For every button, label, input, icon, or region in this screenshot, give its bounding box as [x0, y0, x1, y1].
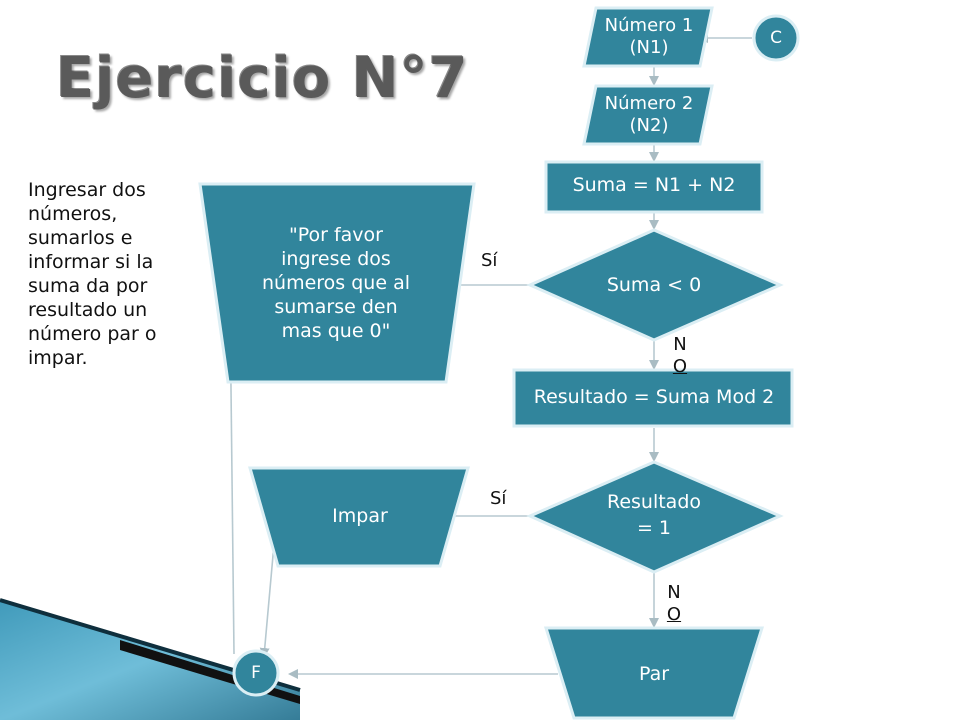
decision1-no-label-bottom: O: [672, 356, 688, 377]
sum-label: Suma = N1 + N2: [572, 174, 736, 196]
input2-shape: [582, 84, 714, 146]
shapes: [198, 6, 800, 720]
slide-title: Ejercicio N°7: [56, 46, 469, 111]
process-label: Resultado = Suma Mod 2: [533, 386, 775, 408]
decision2-no-label: N O: [664, 582, 684, 626]
message-shape: [198, 182, 476, 384]
even-label: Par: [638, 663, 670, 685]
decision2-no-label-bottom: O: [666, 604, 682, 625]
decision1-no-label: N O: [670, 334, 690, 378]
decision1-no-label-top: N: [673, 334, 687, 355]
end-connector-shape: [232, 649, 280, 697]
start-connector-shape: [752, 14, 800, 62]
decision2-yes-label: Sí: [490, 488, 507, 509]
end-connector-label: F: [251, 663, 261, 683]
process-shape: [512, 368, 794, 428]
input2-label: Número 2 (N2): [604, 93, 694, 136]
sum-shape: [544, 160, 764, 214]
input1-label: Número 1 (N1): [604, 15, 694, 58]
start-connector-label: C: [770, 28, 782, 48]
exercise-description: Ingresar dos números, sumarlos e informa…: [28, 179, 157, 369]
input1-shape: [582, 6, 714, 68]
even-shape: [543, 626, 765, 720]
decision2-shape: [526, 460, 784, 574]
odd-label: Impar: [332, 505, 388, 527]
decision2-no-label-top: N: [667, 582, 681, 603]
decision1-label: Suma < 0: [606, 274, 702, 296]
decision1-yes-label: Sí: [481, 250, 498, 271]
message-label: "Por favor ingrese dos números que al su…: [262, 224, 410, 342]
odd-shape: [248, 466, 470, 568]
decision1-shape: [526, 228, 784, 342]
decision2-label: Resultado = 1: [606, 491, 702, 539]
